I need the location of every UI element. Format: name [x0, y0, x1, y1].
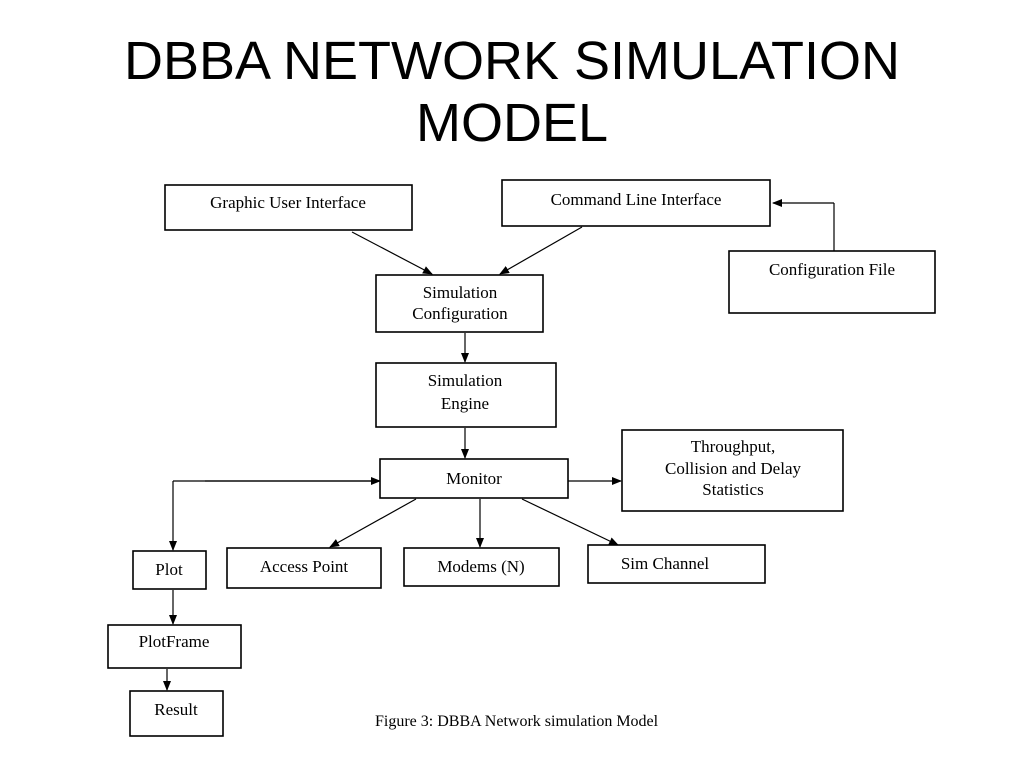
edge-monitor-to-plot [169, 477, 381, 551]
node-graphic-user-interface: Graphic User Interface [164, 184, 413, 231]
edge-monitor-to-access-point [329, 498, 417, 548]
slide-title-line-2: MODEL [415, 93, 609, 153]
node-simulation-engine-label-2: Engine [441, 394, 489, 413]
node-modems: Modems (N) [403, 547, 560, 587]
node-configuration-file: Configuration File [728, 250, 936, 314]
node-access-point: Access Point [226, 547, 382, 589]
node-plot-frame: PlotFrame [107, 624, 242, 669]
edge-config-file-to-cli [772, 199, 835, 251]
edge-gui-to-sim-config [351, 231, 433, 275]
slide-title-line-1: DBBA NETWORK SIMULATION [123, 31, 901, 91]
node-result-label: Result [154, 700, 198, 719]
node-plot: Plot [132, 550, 207, 590]
slide-title: DBBA NETWORK SIMULATION MODEL [0, 30, 1024, 154]
node-simulation-configuration-label-2: Configuration [412, 304, 508, 323]
node-statistics-label-3: Statistics [702, 480, 763, 499]
node-sim-channel: Sim Channel [587, 544, 766, 584]
node-access-point-label: Access Point [260, 557, 349, 576]
edge-monitor-to-sim-channel [521, 498, 619, 546]
node-modems-label: Modems (N) [437, 557, 524, 576]
node-simulation-configuration: Simulation Configuration [375, 274, 544, 333]
node-command-line-interface: Command Line Interface [501, 179, 771, 227]
node-statistics: Throughput, Collision and Delay Statisti… [621, 429, 844, 512]
node-monitor-label: Monitor [446, 469, 502, 488]
node-monitor: Monitor [379, 458, 569, 499]
node-plot-label: Plot [155, 560, 183, 579]
node-simulation-engine-label-1: Simulation [428, 371, 503, 390]
figure-caption: Figure 3: DBBA Network simulation Model [375, 713, 659, 730]
node-graphic-user-interface-label: Graphic User Interface [210, 193, 366, 212]
node-result: Result [129, 690, 224, 737]
node-command-line-interface-label: Command Line Interface [551, 190, 722, 209]
node-plot-frame-label: PlotFrame [139, 632, 210, 651]
node-statistics-label-1: Throughput, [691, 437, 776, 456]
node-sim-channel-label: Sim Channel [621, 554, 710, 573]
edge-cli-to-sim-config [499, 226, 583, 275]
node-simulation-engine: Simulation Engine [375, 362, 557, 428]
node-statistics-label-2: Collision and Delay [665, 459, 801, 478]
node-configuration-file-label: Configuration File [769, 260, 895, 279]
node-simulation-configuration-label-1: Simulation [423, 283, 498, 302]
